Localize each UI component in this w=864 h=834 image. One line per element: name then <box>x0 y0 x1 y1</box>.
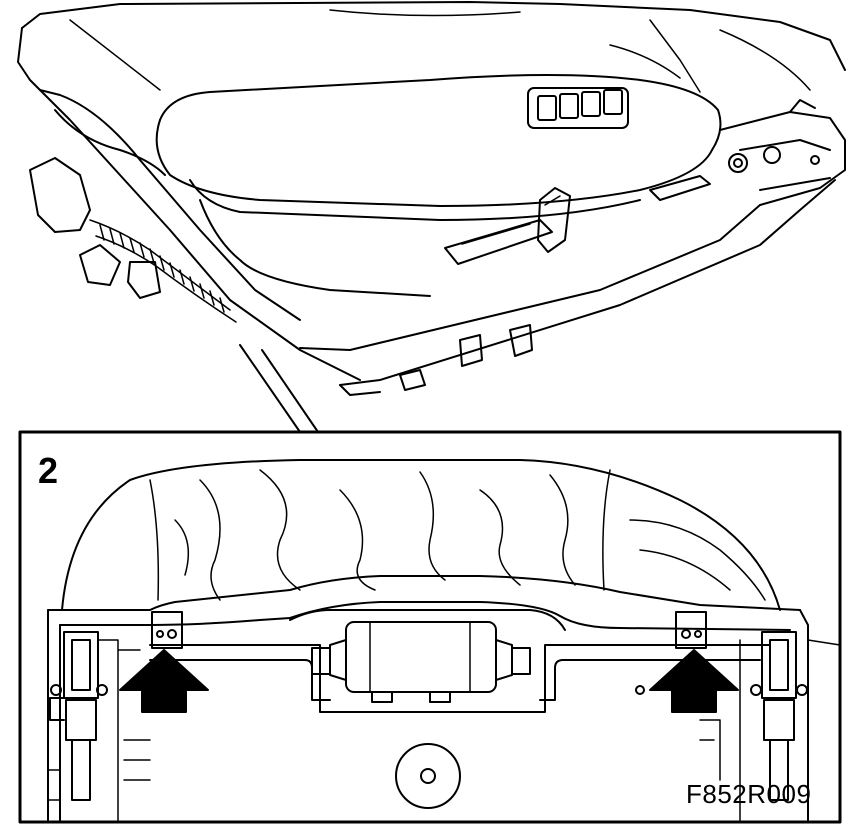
arrow-up-icon <box>649 649 739 713</box>
arrow-up-icon <box>119 649 209 713</box>
figure-code-label: F852R009 <box>686 779 812 809</box>
detail-box <box>18 430 842 824</box>
step-number-label: 2 <box>38 450 59 491</box>
seat-cushion-view <box>17 1 846 396</box>
callout-leader <box>239 344 319 433</box>
